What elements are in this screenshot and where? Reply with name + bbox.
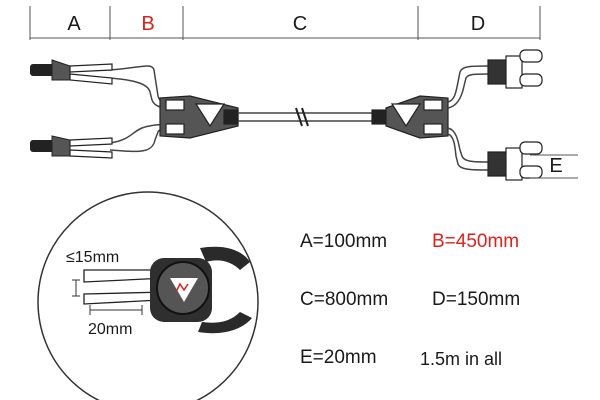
right-connector: [371, 95, 449, 139]
spec-e: E=20mm: [300, 347, 377, 368]
segment-label-b: B: [141, 13, 154, 35]
alligator-clip-bottom: [30, 135, 113, 159]
left-connector: [159, 95, 239, 139]
detail-length-label: 20mm: [88, 321, 132, 338]
spec-c: C=800mm: [300, 289, 389, 310]
spec-d: D=150mm: [432, 289, 521, 310]
spec-b: B=450mm: [432, 231, 520, 252]
segment-label-d: D: [471, 13, 485, 35]
alligator-clip-top: [30, 59, 113, 85]
dimension-e: [530, 154, 578, 179]
banana-plug-bottom: [487, 141, 543, 181]
detail-circle: [37, 191, 259, 400]
main-cable: [238, 107, 372, 127]
segment-label-a: A: [67, 13, 81, 35]
segment-label-c: C: [293, 13, 307, 35]
spec-a: A=100mm: [300, 231, 388, 252]
spec-total: 1.5m in all: [420, 349, 503, 369]
banana-plug-top: [487, 49, 543, 89]
segment-label-e: E: [549, 155, 562, 177]
dimension-header: [29, 6, 541, 40]
detail-gap-label: ≤15mm: [66, 249, 119, 266]
plug-leads: [447, 65, 491, 171]
